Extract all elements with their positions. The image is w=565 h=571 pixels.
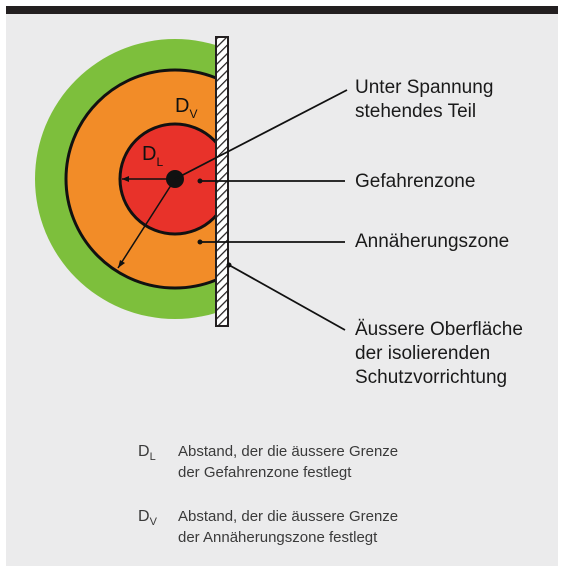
legend-dl-line-1: Abstand, der die äussere Grenze [178, 443, 399, 460]
legend-symbol-dl: DL [138, 443, 156, 464]
leader-outer-surface [228, 264, 346, 331]
legend-text-dl: Abstand, der die äussere Grenze der Gefa… [178, 441, 458, 483]
dot-danger-zone [197, 178, 203, 184]
callout-danger-zone: Gefahrenzone [355, 171, 476, 192]
legend-symbol-dv: DV [138, 508, 157, 529]
callout-live-part-line-2: stehendes Teil [355, 101, 477, 122]
dv-radius-line [117, 178, 176, 269]
dv-arrowhead [118, 260, 125, 268]
dv-label: DV [175, 95, 197, 121]
leader-live-part [174, 89, 348, 180]
legend-dv-line-2: der Annäherungszone festlegt [178, 529, 378, 546]
callout-outer-surface-line-3: Schutzvorrichtung [355, 367, 508, 388]
callout-live-part-line-1: Unter Spannung [355, 77, 494, 98]
dot-outer-surface [226, 262, 232, 268]
dl-arrowhead [122, 176, 129, 182]
callout-outer-surface-line-2: der isolierenden [355, 343, 491, 364]
callout-live-part: Unter Spannung stehendes Teil [355, 76, 493, 124]
dl-label: DL [142, 143, 163, 169]
callout-approach-zone: Annäherungszone [355, 231, 510, 252]
legend-dv-line-1: Abstand, der die äussere Grenze [178, 508, 399, 525]
callout-outer-surface: Äussere Oberfläche der isolierenden Schu… [355, 318, 523, 390]
legend-item-dv: DV Abstand, der die äussere Grenze der A… [138, 506, 458, 548]
legend-text-dv: Abstand, der die äussere Grenze der Annä… [178, 506, 458, 548]
legend-item-dl: DL Abstand, der die äussere Grenze der G… [138, 441, 458, 483]
callout-outer-surface-line-1: Äussere Oberfläche [355, 319, 523, 340]
dot-approach-zone [197, 239, 203, 245]
legend-dl-line-2: der Gefahrenzone festlegt [178, 464, 352, 481]
